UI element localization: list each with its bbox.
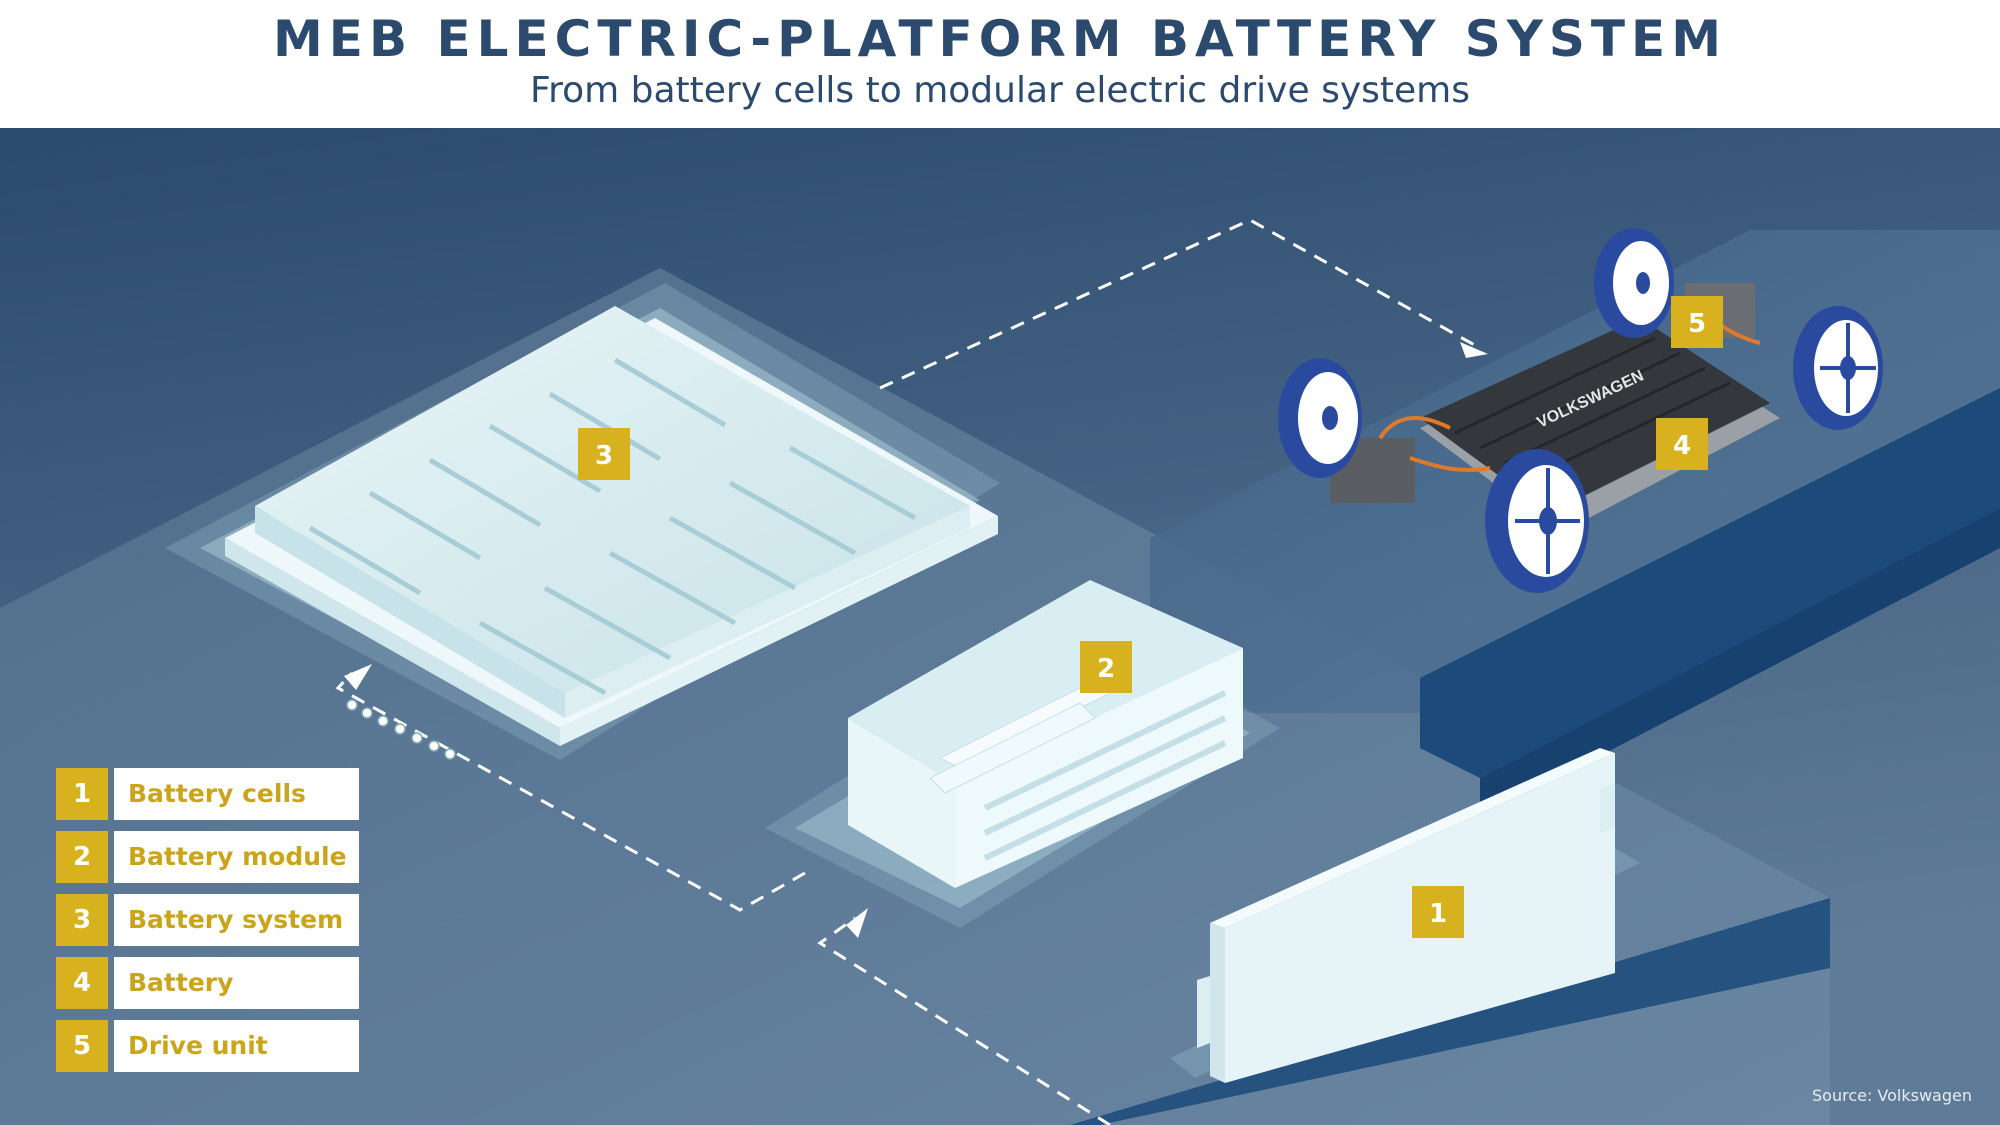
legend-label: Battery module bbox=[114, 831, 359, 883]
badge-module: 2 bbox=[1080, 641, 1132, 693]
legend-label: Battery system bbox=[114, 894, 359, 946]
legend-label: Battery bbox=[114, 957, 359, 1009]
battery-system-pack bbox=[165, 283, 1000, 760]
legend-number: 3 bbox=[56, 894, 108, 946]
wheel-front-left bbox=[1278, 358, 1362, 478]
arrow-system-to-chassis bbox=[879, 218, 1481, 390]
page-title: MEB ELECTRIC-PLATFORM BATTERY SYSTEM bbox=[273, 10, 1727, 68]
illustration-scene: VOLKSWAGEN 1 2 3 4 5 bbox=[0, 128, 2000, 1125]
arrowhead-chassis bbox=[1460, 342, 1488, 358]
scene-graphics: VOLKSWAGEN 1 2 3 4 5 bbox=[0, 128, 2000, 1125]
badge-cell-number: 1 bbox=[1429, 899, 1447, 929]
upper-step-edge bbox=[1420, 388, 2000, 778]
arrowhead-system bbox=[344, 664, 372, 690]
badge-module-number: 2 bbox=[1097, 654, 1115, 684]
flow-arrows bbox=[335, 218, 1481, 1125]
arrow-module-to-system bbox=[335, 671, 806, 912]
source-credit: Source: Volkswagen bbox=[1812, 1086, 1972, 1105]
wheel-rear-right bbox=[1793, 306, 1883, 430]
badge-battery-number: 4 bbox=[1673, 431, 1691, 461]
legend-number: 2 bbox=[56, 831, 108, 883]
legend-item-battery-module: 2 Battery module bbox=[56, 831, 359, 883]
badge-cell: 1 bbox=[1412, 886, 1464, 938]
page-subtitle: From battery cells to modular electric d… bbox=[530, 70, 1470, 111]
badge-battery: 4 bbox=[1656, 418, 1708, 470]
wheel-front-right bbox=[1485, 449, 1589, 593]
wheel-rear-left bbox=[1594, 228, 1674, 338]
legend-item-drive-unit: 5 Drive unit bbox=[56, 1020, 359, 1072]
arrowhead-module bbox=[846, 908, 868, 938]
legend-item-battery-cells: 1 Battery cells bbox=[56, 768, 359, 820]
badge-drive-unit: 5 bbox=[1671, 296, 1723, 348]
legend-number: 4 bbox=[56, 957, 108, 1009]
legend-label: Battery cells bbox=[114, 768, 359, 820]
legend-item-battery: 4 Battery bbox=[56, 957, 359, 1009]
arrow-cell-to-module bbox=[817, 916, 1111, 1125]
badge-system-number: 3 bbox=[595, 441, 613, 471]
badge-drive-unit-number: 5 bbox=[1688, 309, 1706, 339]
legend-number: 1 bbox=[56, 768, 108, 820]
badge-system: 3 bbox=[578, 428, 630, 480]
legend-number: 5 bbox=[56, 1020, 108, 1072]
header: MEB ELECTRIC-PLATFORM BATTERY SYSTEM Fro… bbox=[0, 0, 2000, 128]
legend-label: Drive unit bbox=[114, 1020, 359, 1072]
legend-item-battery-system: 3 Battery system bbox=[56, 894, 359, 946]
step-edge-shadow bbox=[1480, 508, 2000, 818]
battery-module bbox=[765, 580, 1280, 928]
